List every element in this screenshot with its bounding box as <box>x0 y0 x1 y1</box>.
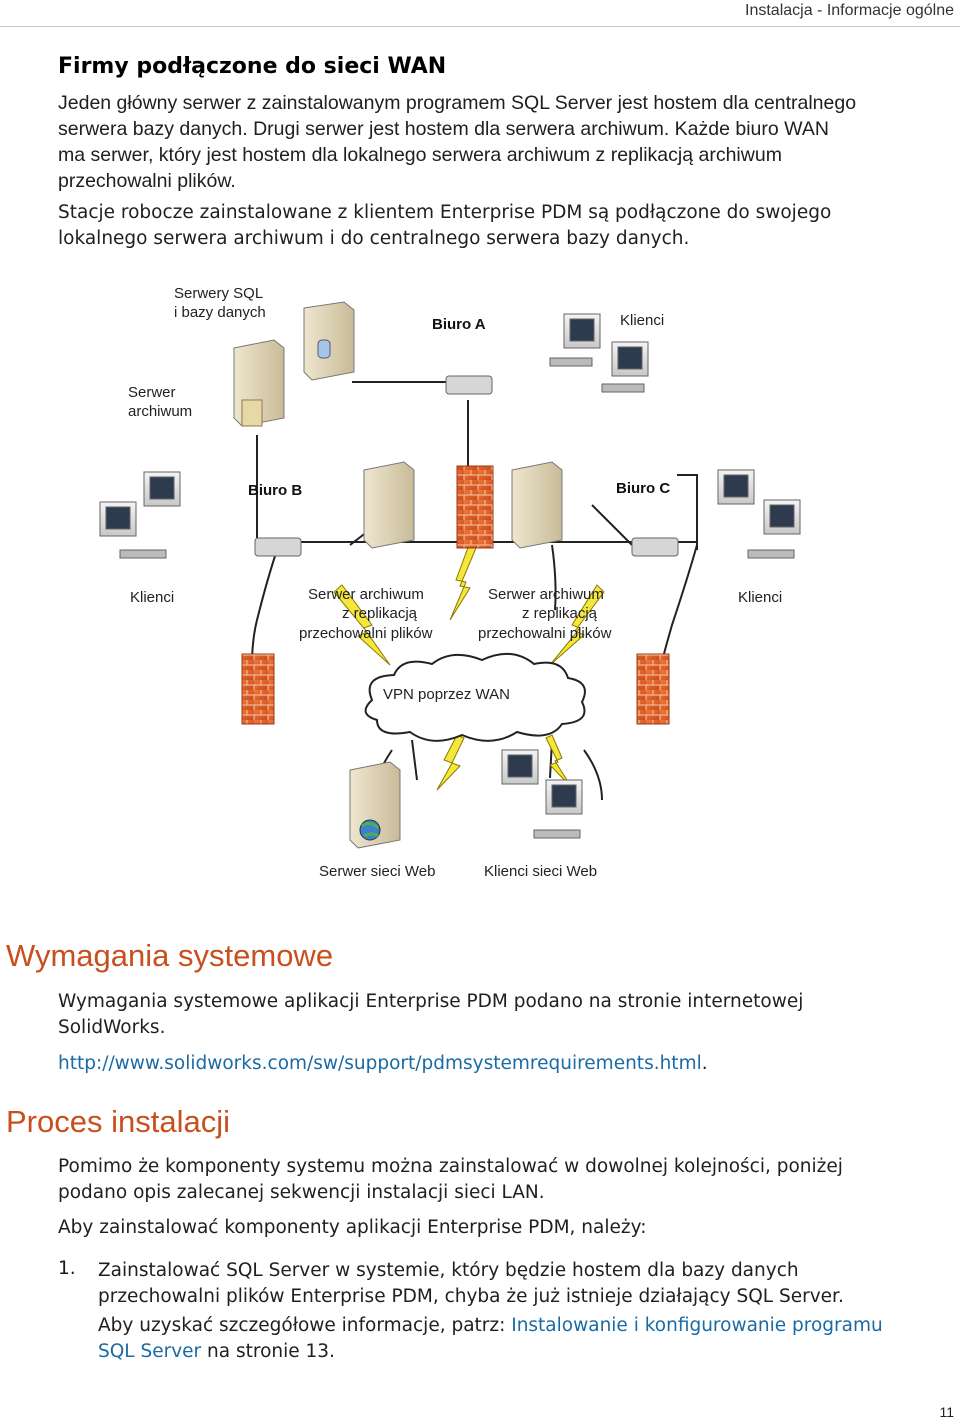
sql-install-link[interactable]: Instalowanie i konfigurowanie programu <box>511 1315 883 1336</box>
replica-c-label-1: Serwer archiwum <box>488 586 604 603</box>
network-diagram: VPN poprzez WAN Serwery SQL i bazy danyc… <box>99 285 801 880</box>
server-icon <box>511 461 563 549</box>
section-heading: Firmy podłączone do sieci WAN <box>58 54 447 79</box>
replica-c-label-2: z replikacją <box>522 605 598 622</box>
page-header: Instalacja - Informacje ogólne <box>0 0 960 27</box>
firewall-icon <box>241 465 670 725</box>
install-heading: Proces instalacji <box>6 1104 230 1139</box>
server-icon <box>363 461 415 549</box>
archive-server-label-1: Serwer <box>128 384 176 401</box>
vpn-label: VPN poprzez WAN <box>383 686 510 703</box>
workstation-icon <box>549 313 649 393</box>
clients-c-label: Klienci <box>738 589 782 606</box>
clients-a-label: Klienci <box>620 312 664 329</box>
step-see-also: Aby uzyskać szczegółowe informacje, patr… <box>98 1313 883 1365</box>
install-intro: Pomimo że komponenty systemu można zains… <box>58 1154 843 1206</box>
sql-install-link-continued[interactable]: SQL Server <box>98 1341 202 1362</box>
requirements-url-line: http://www.solidworks.com/sw/support/pdm… <box>58 1051 708 1077</box>
see-prefix: Aby uzyskać szczegółowe informacje, patr… <box>98 1315 512 1336</box>
cloud-icon: VPN poprzez WAN <box>364 653 586 742</box>
paragraph-workstations: Stacje robocze zainstalowane z klientem … <box>58 200 831 252</box>
network-switch-icon <box>254 375 679 557</box>
requirements-link[interactable]: http://www.solidworks.com/sw/support/pdm… <box>58 1053 702 1074</box>
paragraph-line: Zainstalować SQL Server w systemie, któr… <box>98 1260 799 1281</box>
web-clients-label: Klienci sieci Web <box>484 863 597 880</box>
office-b-label: Biuro B <box>248 482 302 499</box>
wan-lightning <box>333 541 605 791</box>
workstation-icon <box>99 471 181 559</box>
step-text: Zainstalować SQL Server w systemie, któr… <box>98 1258 844 1310</box>
url-suffix: . <box>701 1053 708 1074</box>
paragraph-line: Stacje robocze zainstalowane z klientem … <box>58 202 832 223</box>
office-c-label: Biuro C <box>616 480 670 497</box>
step-number: 1. <box>58 1258 76 1279</box>
requirements-heading: Wymagania systemowe <box>6 938 334 973</box>
paragraph-line: Pomimo że komponenty systemu można zains… <box>58 1156 843 1177</box>
replica-b-label-3: przechowalni plików <box>299 625 433 642</box>
requirements-paragraph: Wymagania systemowe aplikacji Enterprise… <box>58 989 803 1041</box>
server-icon <box>349 761 401 849</box>
header-title: Instalacja - Informacje ogólne <box>745 2 954 19</box>
sql-servers-label-2: i bazy danych <box>174 304 266 321</box>
install-lead: Aby zainstalować komponenty aplikacji En… <box>58 1217 647 1238</box>
see-suffix: na stronie 13. <box>201 1341 335 1362</box>
page-number: 11 <box>939 1404 954 1420</box>
server-icon <box>233 339 285 427</box>
replica-b-label-1: Serwer archiwum <box>308 586 424 603</box>
archive-server-label-2: archiwum <box>128 403 192 420</box>
replica-b-label-2: z replikacją <box>342 605 418 622</box>
paragraph-wan-description: Jeden główny serwer z zainstalowanym pro… <box>58 90 856 194</box>
paragraph-line: SolidWorks. <box>58 1017 166 1038</box>
paragraph-line: serwera bazy danych. Drugi serwer jest h… <box>58 118 829 140</box>
paragraph-line: przechowalni plików. <box>58 170 236 192</box>
replica-c-label-3: przechowalni plików <box>478 625 612 642</box>
sql-servers-label-1: Serwery SQL <box>174 285 263 302</box>
paragraph-line: ma serwer, który jest hostem dla lokalne… <box>58 144 782 166</box>
paragraph-line: Jeden główny serwer z zainstalowanym pro… <box>58 92 857 114</box>
paragraph-line: podano opis zalecanej sekwencji instalac… <box>58 1182 545 1203</box>
workstation-icon <box>717 469 801 559</box>
paragraph-line: lokalnego serwera archiwum i do centraln… <box>58 228 690 249</box>
web-server-label: Serwer sieci Web <box>319 863 435 880</box>
paragraph-line: przechowalni plików Enterprise PDM, chyb… <box>98 1286 844 1307</box>
workstation-icon <box>501 749 583 839</box>
paragraph-line: Wymagania systemowe aplikacji Enterprise… <box>58 991 804 1012</box>
office-a-label: Biuro A <box>432 316 486 333</box>
server-icon <box>303 301 355 381</box>
clients-b-label: Klienci <box>130 589 174 606</box>
